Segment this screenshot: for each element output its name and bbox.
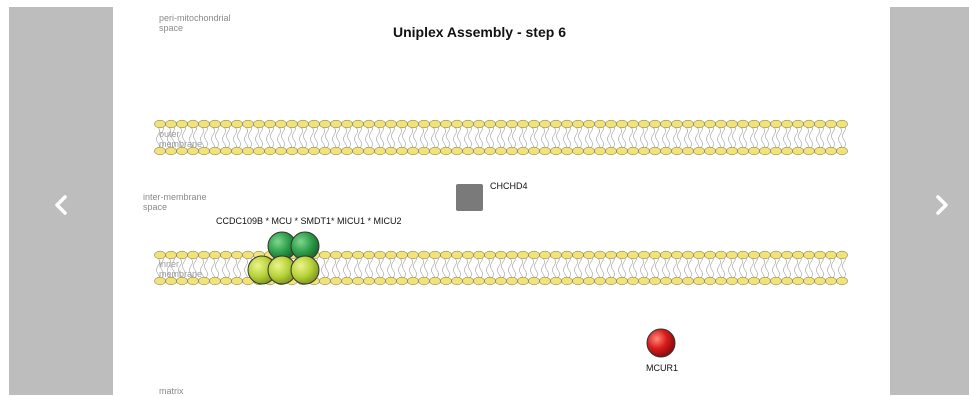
inner-membrane-label: inner membrane <box>159 259 203 279</box>
subunit-yellow-3 <box>290 255 320 285</box>
mcur1-protein <box>646 328 676 358</box>
diagram-title: Uniplex Assembly - step 6 <box>393 24 566 40</box>
region-label-inter-membrane: inter-membrane space <box>143 192 207 212</box>
mcur1-label: MCUR1 <box>646 363 679 373</box>
outer-membrane-label: outer membrane <box>159 129 203 149</box>
next-slide-button[interactable] <box>890 7 969 395</box>
chevron-right-icon <box>936 195 948 215</box>
inner-membrane <box>154 250 848 286</box>
previous-slide-button[interactable] <box>9 7 113 395</box>
uniplex-complex <box>247 231 320 285</box>
outer-membrane <box>154 119 848 156</box>
complex-label: CCDC109B * MCU * SMDT1* MICU1 * MICU2 <box>216 216 402 226</box>
region-label-peri-mitochondrial: peri-mitochondrial space <box>159 13 231 33</box>
membrane-diagram <box>154 119 848 358</box>
diagram-frame: peri-mitochondrial space Uniplex Assembl… <box>113 0 890 396</box>
chevron-left-icon <box>55 195 67 215</box>
chchd4-protein <box>456 184 483 211</box>
region-label-matrix: matrix <box>159 386 184 396</box>
chchd4-label: CHCHD4 <box>490 181 528 191</box>
